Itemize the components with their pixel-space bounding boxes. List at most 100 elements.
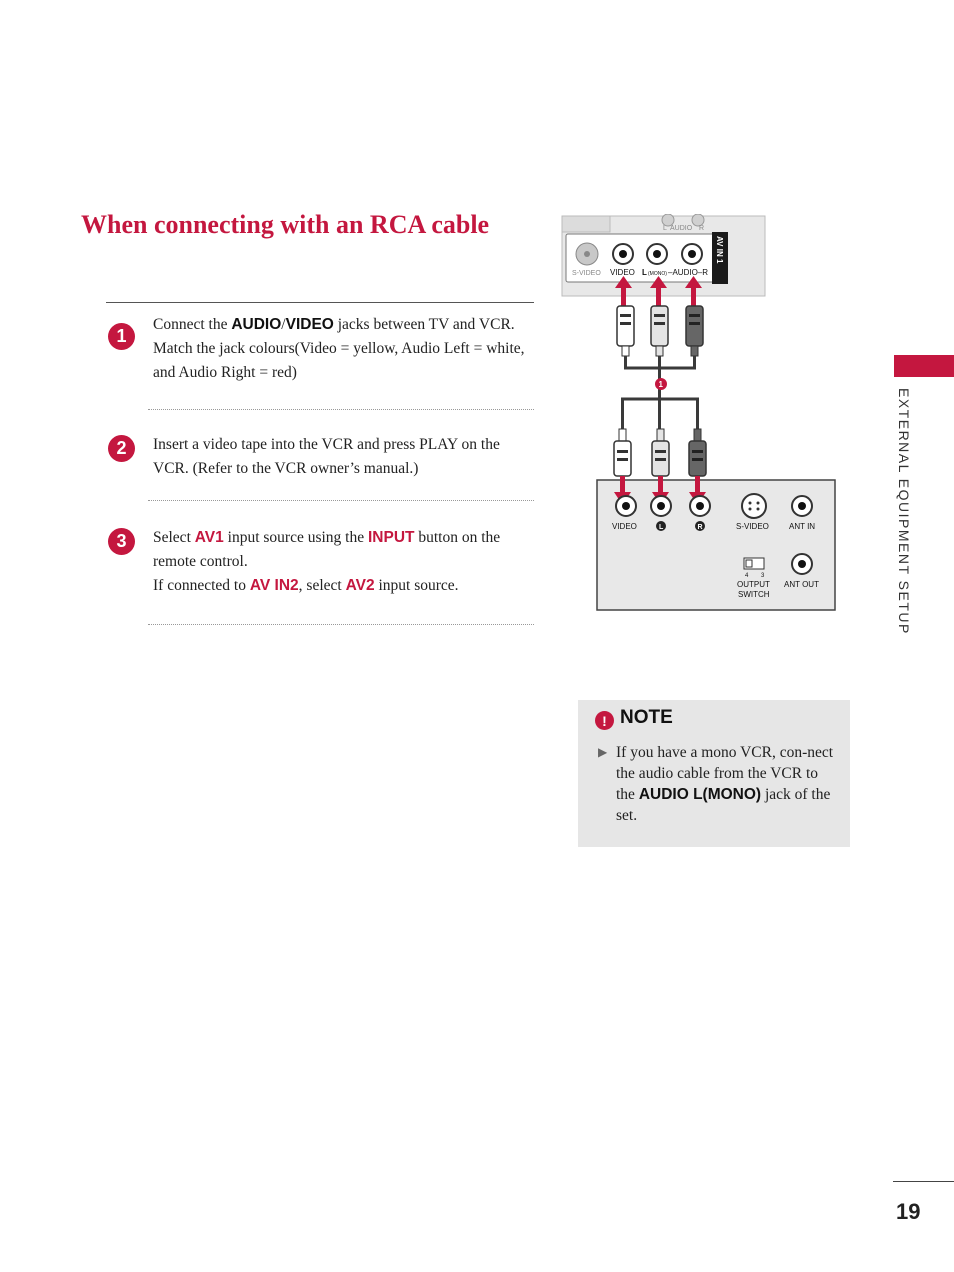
section-label-text: EXTERNAL EQUIPMENT SETUP — [896, 388, 912, 635]
audio-mono-keyword: AUDIO L(MONO) — [638, 786, 762, 803]
step-1-text: Connect the AUDIO/VIDEO jacks between TV… — [153, 313, 533, 385]
arrow-up-icon — [685, 276, 702, 288]
vcr-ant-out-label: ANT OUT — [784, 580, 819, 589]
step-1-badge: 1 — [108, 323, 135, 350]
vcr-video-label: VIDEO — [612, 522, 637, 531]
section-divider — [106, 302, 534, 303]
tv-top-label-audio: AUDIO — [670, 225, 693, 232]
tv-top-jack-l — [661, 214, 675, 227]
av-in-1-label: AV IN 1 — [715, 236, 724, 264]
plug-video — [616, 305, 635, 347]
vcr-svideo-label: S-VIDEO — [736, 522, 769, 531]
plug-neck — [693, 428, 702, 442]
plug-ridge — [692, 458, 703, 461]
plug-ridge — [655, 458, 666, 461]
step-3-text-part: button on the remote control. — [153, 529, 501, 570]
switch-label: SWITCH — [738, 590, 770, 599]
arrow-shaft — [695, 476, 700, 496]
section-tab-marker — [894, 355, 954, 377]
vcr-svideo-jack — [741, 493, 767, 519]
plug-ridge — [654, 314, 665, 317]
tv-audio-label: –AUDIO–R — [668, 268, 708, 277]
tv-l-label: L — [642, 268, 647, 277]
bullet-arrow-icon: ▶ — [598, 745, 608, 759]
vcr-video-jack-center — [622, 502, 630, 510]
page-title: When connecting with an RCA cable — [81, 210, 490, 239]
step-2-badge: 2 — [108, 435, 135, 462]
note-text-part: If you have a mono VCR, con-nect the aud… — [616, 744, 834, 803]
svideo-pin — [748, 501, 752, 505]
plug-neck — [621, 345, 630, 357]
arrow-shaft — [620, 476, 625, 496]
step-3-text-part: Select — [153, 529, 195, 546]
vcr-ant-in-label: ANT IN — [789, 522, 815, 531]
plug-ridge — [620, 314, 631, 317]
step-1-text-rest: jacks between TV and VCR. Match the jack… — [153, 316, 525, 381]
output-label: OUTPUT — [737, 580, 770, 589]
vcr-l-label: L — [659, 524, 664, 531]
plug-neck — [656, 428, 665, 442]
plug-ridge — [689, 322, 700, 325]
plug-neck — [618, 428, 627, 442]
step-3-text-part: input source using the — [223, 529, 368, 546]
arrow-shaft — [691, 284, 696, 306]
tv-mono-label: (MONO) — [648, 271, 667, 277]
step-3-badge: 3 — [108, 528, 135, 555]
connection-diagram: L AUDIO R AV IN 1 S-VIDEO VIDEO L (MONO)… — [561, 214, 836, 611]
av-in2-keyword: AV IN2 — [249, 577, 299, 594]
step-divider — [148, 409, 534, 410]
arrow-up-icon — [650, 276, 667, 288]
arrow-up-icon — [615, 276, 632, 288]
tv-top-label-l: L — [663, 225, 667, 232]
av1-keyword: AV1 — [194, 529, 224, 546]
arrow-shaft — [658, 476, 663, 496]
step-1-text-part: Connect the — [153, 316, 232, 333]
plug-ridge — [689, 314, 700, 317]
svideo-pin — [756, 507, 760, 511]
cable-marker-badge — [655, 378, 667, 390]
step-divider — [148, 624, 534, 625]
tv-video-jack-center — [619, 250, 627, 258]
vcr-r-badge — [695, 521, 705, 531]
plug-ridge — [620, 322, 631, 325]
tv-audio-r-jack-center — [688, 250, 696, 258]
plug-neck — [655, 345, 664, 357]
exclamation-icon: ! — [595, 711, 614, 730]
arrow-shaft — [656, 284, 661, 306]
vcr-audio-r-jack-center — [696, 502, 704, 510]
svideo-jack-pin — [584, 251, 590, 257]
vcr-audio-l-jack-center — [657, 502, 665, 510]
plug-ridge — [617, 450, 628, 453]
input-keyword: INPUT — [367, 529, 415, 546]
plug-ridge — [655, 450, 666, 453]
svideo-pin — [756, 501, 760, 505]
switch-label-4: 4 — [745, 573, 749, 579]
step-3-text: Select AV1 input source using the INPUT … — [153, 526, 533, 598]
step-2-text: Insert a video tape into the VCR and pre… — [153, 436, 500, 477]
page-number-rule — [893, 1181, 954, 1182]
tv-top-jack-r — [691, 214, 705, 227]
tv-video-label: VIDEO — [610, 268, 635, 277]
output-switch-icon — [743, 557, 765, 570]
step-3-text-part: , select — [298, 577, 346, 594]
note-text: If you have a mono VCR, con-nect the aud… — [616, 742, 838, 826]
plug-neck — [690, 345, 699, 357]
step-3-text-part: If connected to — [153, 577, 250, 594]
av2-keyword: AV2 — [345, 577, 375, 594]
note-text-rest: jack of the set. — [616, 786, 831, 824]
step-1-separator: / — [281, 316, 286, 333]
plug-ridge — [692, 450, 703, 453]
switch-label-3: 3 — [761, 573, 765, 579]
step-3-text-part: input source. — [374, 577, 459, 594]
cable-bundle — [621, 356, 699, 429]
tv-av-label-strip — [712, 232, 728, 284]
tv-svideo-label: S-VIDEO — [572, 270, 601, 277]
cable-marker-number: 1 — [659, 380, 664, 389]
tv-audio-l-jack-center — [653, 250, 661, 258]
step-divider — [148, 500, 534, 501]
section-label: EXTERNAL EQUIPMENT SETUP — [896, 388, 916, 648]
vcr-l-badge — [656, 521, 666, 531]
arrow-shaft — [621, 284, 626, 306]
note-box — [578, 700, 850, 847]
plug-audio-r — [685, 305, 704, 347]
